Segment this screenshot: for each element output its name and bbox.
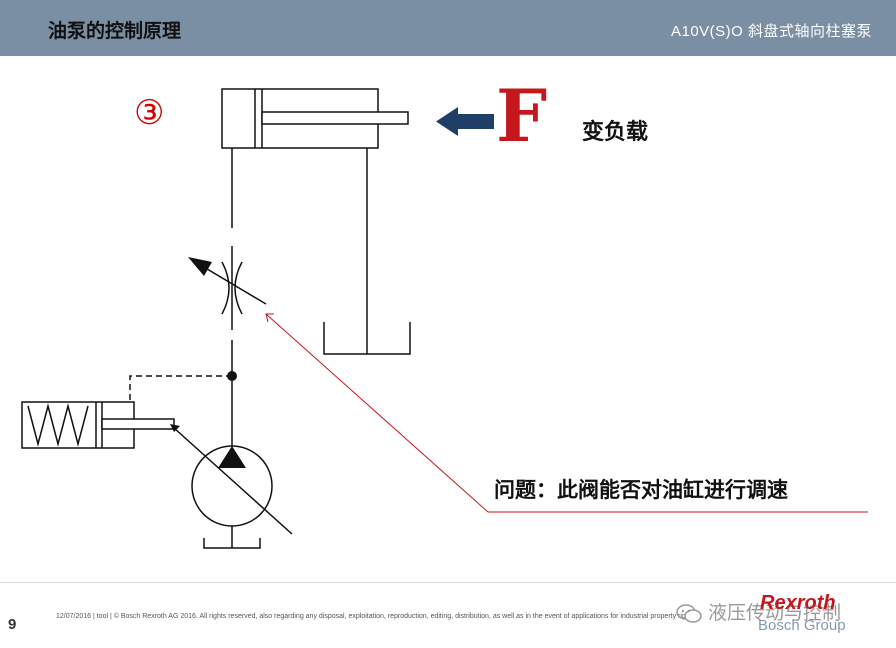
page-number: 9 bbox=[8, 616, 17, 633]
force-symbol: F bbox=[496, 73, 548, 158]
footer-divider bbox=[0, 582, 896, 583]
step-marker: ③ bbox=[134, 93, 165, 133]
variable-pump bbox=[170, 424, 293, 549]
product-title: A10V(S)O 斜盘式轴向柱塞泵 bbox=[670, 23, 872, 40]
copyright-note: 12/07/2016 | tool | © Bosch Rexroth AG 2… bbox=[56, 613, 698, 620]
page-title: 油泵的控制原理 bbox=[48, 20, 182, 42]
question-text: 问题：此阀能否对油缸进行调速 bbox=[494, 477, 788, 502]
wechat-watermark: 液压传动与控制 bbox=[676, 598, 841, 625]
spring-icon bbox=[27, 403, 89, 447]
wechat-icon bbox=[676, 603, 702, 623]
tank-symbol bbox=[323, 322, 411, 355]
hydraulic-cylinder bbox=[221, 88, 409, 149]
control-actuator bbox=[21, 401, 175, 449]
load-label: 变负载 bbox=[582, 119, 649, 145]
pilot-control-line bbox=[129, 375, 232, 402]
question-leader-line bbox=[265, 313, 868, 513]
brand-logo: Rexroth bbox=[760, 592, 836, 614]
adjustable-throttle-valve bbox=[188, 246, 267, 330]
brand-group: Bosch Group bbox=[758, 617, 846, 634]
header-bar: 油泵的控制原理 A10V(S)O 斜盘式轴向柱塞泵 bbox=[0, 0, 896, 56]
load-force-arrow bbox=[436, 107, 494, 136]
wechat-account: 液压传动与控制 bbox=[708, 602, 842, 624]
